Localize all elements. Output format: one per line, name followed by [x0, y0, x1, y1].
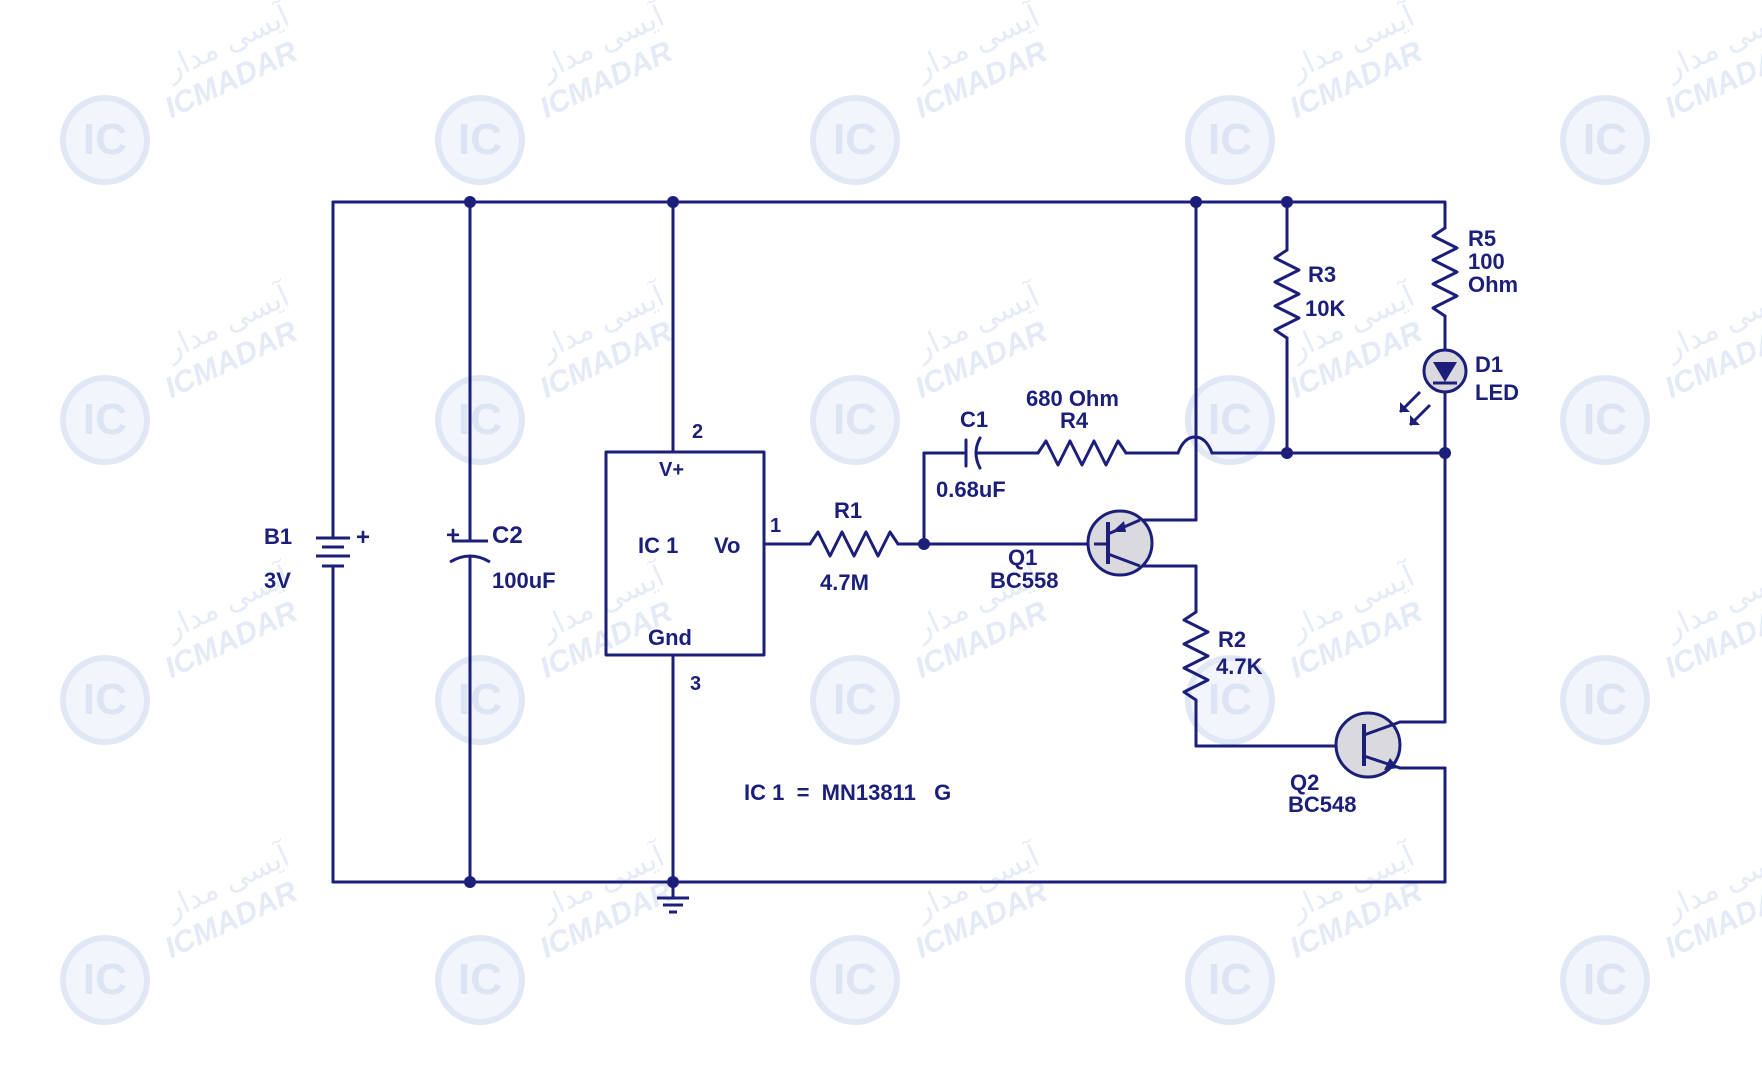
- r1-value: 4.7M: [820, 570, 869, 595]
- ic1-body: [604, 450, 766, 657]
- d1-ref: D1: [1475, 352, 1503, 377]
- r4-ref: R4: [1060, 408, 1089, 433]
- ic1-pin3: 3: [690, 673, 701, 695]
- b1-ref: B1: [264, 524, 292, 549]
- c2-ref: C2: [492, 522, 523, 549]
- b1-battery: [316, 536, 350, 568]
- q1-value: BC558: [990, 568, 1058, 593]
- ic1-pin-vo: Vo: [714, 533, 740, 558]
- d1-value: LED: [1475, 380, 1519, 405]
- ic1-pin1: 1: [770, 515, 781, 537]
- q2-value: BC548: [1288, 792, 1356, 817]
- b1-value: 3V: [264, 568, 291, 593]
- ic-note: IC 1 = MN13811 G: [744, 780, 951, 805]
- r5-value-line1: 100: [1468, 249, 1505, 274]
- c2-plus: +: [446, 522, 460, 549]
- c2-value: 100uF: [492, 568, 556, 593]
- r3-ref: R3: [1308, 262, 1336, 287]
- ground-icon: [657, 896, 689, 914]
- r5-ref: R5: [1468, 226, 1496, 251]
- q1-transistor: [1086, 509, 1154, 577]
- r1-resistor: [808, 530, 900, 558]
- d1-led: [1398, 348, 1468, 427]
- r4-resistor: [1036, 439, 1128, 467]
- ic1-pin-vplus: V+: [659, 459, 684, 481]
- r2-resistor: [1182, 610, 1210, 702]
- c1-ref: C1: [960, 407, 988, 432]
- q1-ref: Q1: [1008, 545, 1037, 570]
- r1-ref: R1: [834, 498, 862, 523]
- b1-plus: +: [356, 524, 370, 551]
- c2-capacitor: [449, 539, 491, 564]
- r5-resistor: [1431, 226, 1459, 318]
- r2-ref: R2: [1218, 627, 1246, 652]
- r3-resistor: [1273, 248, 1301, 340]
- r4-value: 680 Ohm: [1026, 386, 1119, 411]
- r2-value: 4.7K: [1216, 654, 1263, 679]
- ic1-name: IC 1: [638, 533, 678, 558]
- q2-transistor: [1334, 711, 1402, 779]
- r3-value: 10K: [1305, 296, 1345, 321]
- junction-dots: [464, 196, 1451, 888]
- q2-ref: Q2: [1290, 770, 1319, 795]
- ic1-pin-gnd: Gnd: [648, 625, 692, 650]
- c1-value: 0.68uF: [936, 477, 1006, 502]
- ic1-pin2: 2: [692, 421, 703, 443]
- r5-value-line2: Ohm: [1468, 272, 1518, 297]
